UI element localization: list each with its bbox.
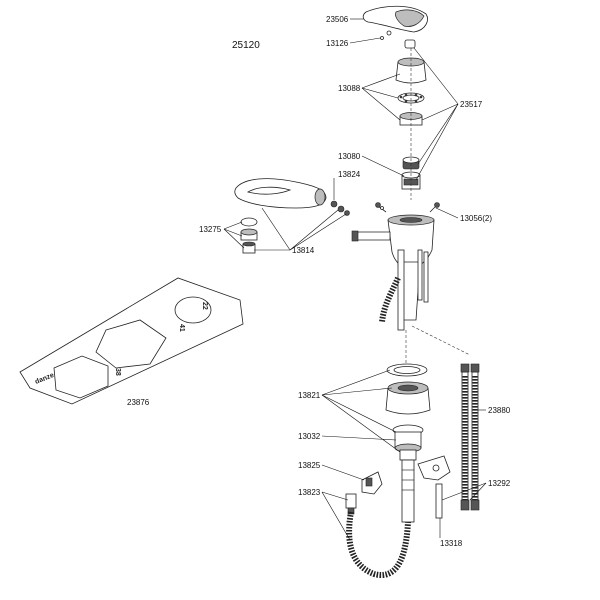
label-13814: 13814 — [292, 246, 315, 255]
model-number: 25120 — [232, 40, 260, 51]
leader-lines — [223, 18, 487, 541]
label-13056: 13056(2) — [460, 214, 492, 223]
installation-wrench-plate: danze 22 41 38 — [19, 277, 244, 405]
base-plate — [385, 381, 431, 415]
label-23876: 23876 — [127, 398, 150, 407]
mounting-nut — [399, 449, 417, 461]
lever-handle — [362, 5, 428, 49]
mounting-shank — [401, 459, 415, 523]
label-13088: 13088 — [338, 84, 361, 93]
plate-size-b: 41 — [178, 324, 185, 332]
mounting-washer — [392, 424, 424, 453]
hose-bracket — [361, 471, 383, 495]
label-13126: 13126 — [326, 39, 349, 48]
plate-size-a: 22 — [201, 302, 208, 310]
label-13824: 13824 — [338, 170, 361, 179]
label-23517: 23517 — [460, 100, 483, 109]
aerator-stack — [240, 217, 258, 254]
threaded-rod — [435, 483, 443, 519]
faucet-body — [351, 214, 435, 331]
part-labels: 23506 13126 13088 23517 13080 13824 1327… — [127, 15, 511, 548]
spray-hose-upper — [379, 276, 401, 323]
supply-lines — [460, 363, 480, 511]
label-23880: 23880 — [488, 406, 511, 415]
hose-weight — [345, 493, 357, 515]
label-13275: 13275 — [199, 225, 222, 234]
label-13032: 13032 — [298, 432, 321, 441]
label-13821: 13821 — [298, 391, 321, 400]
label-13318: 13318 — [440, 539, 463, 548]
label-13080: 13080 — [338, 152, 361, 161]
label-13825: 13825 — [298, 461, 321, 470]
spray-hose-lower — [346, 511, 411, 579]
label-23506: 23506 — [326, 15, 349, 24]
deck-gasket — [386, 363, 428, 377]
label-13823: 13823 — [298, 488, 321, 497]
label-13292: 13292 — [488, 479, 511, 488]
retaining-clip — [417, 455, 451, 481]
mounting-screws — [375, 202, 440, 213]
plate-size-c: 38 — [114, 368, 121, 376]
pull-out-spray-head — [234, 178, 327, 209]
